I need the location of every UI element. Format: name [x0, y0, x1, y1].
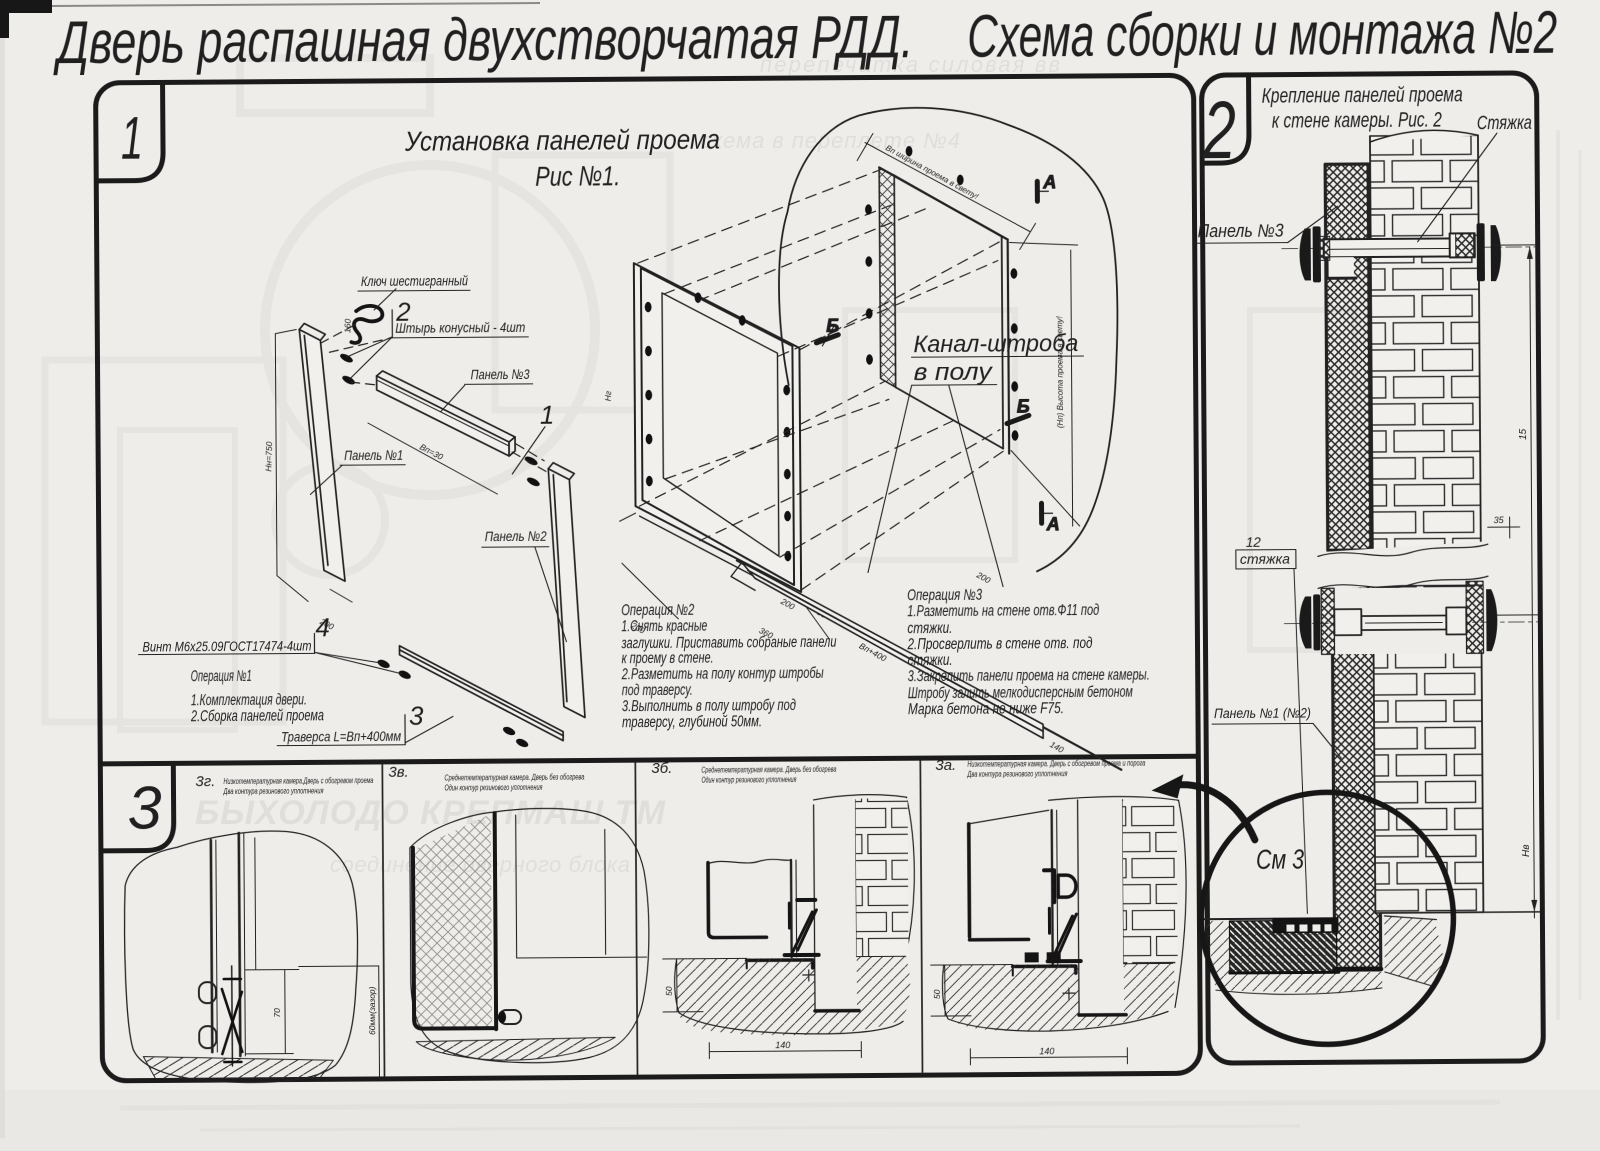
svg-text:Установка панелей проема: Установка панелей проема [404, 124, 720, 157]
svg-text:Операция №1: Операция №1 [191, 668, 252, 685]
svg-text:Два контура резинового уплотне: Два контура резинового уплотнения [223, 786, 324, 796]
svg-text:2.Сборка панелей проема: 2.Сборка панелей проема [190, 707, 324, 725]
svg-text:А: А [1042, 172, 1056, 192]
svg-text:1: 1 [121, 105, 143, 172]
svg-text:160: 160 [342, 318, 352, 333]
svg-text:35: 35 [1494, 515, 1505, 525]
svg-text:2: 2 [395, 297, 411, 327]
svg-text:1.Разметить на стене отв.Ф11 п: 1.Разметить на стене отв.Ф11 под [907, 602, 1099, 620]
svg-text:3: 3 [127, 774, 161, 841]
svg-text:стяжки.: стяжки. [907, 620, 952, 637]
svg-text:2.Разметить на полу контур штр: 2.Разметить на полу контур штробы [621, 665, 824, 683]
svg-text:2.Просверлить в стене отв. п: 2.Просверлить в стене отв. под [907, 635, 1093, 653]
svg-text:Низкотемпературная камера. Две: Низкотемпературная камера. Дверь с обогр… [967, 759, 1145, 769]
svg-text:Панель №1: Панель №1 [344, 447, 403, 463]
svg-text:Один контур резинового уплотне: Один контур резинового уплотнения [444, 783, 543, 793]
svg-text:Один контур резинового уплотне: Один контур резинового уплотнения [701, 775, 797, 785]
svg-text:Штробу залить мелкодисперсным: Штробу залить мелкодисперсным бетоном [908, 684, 1133, 703]
svg-text:3.Закрепить панели проема на с: 3.Закрепить панели проема на стене камер… [908, 667, 1150, 686]
svg-text:3б.: 3б. [651, 760, 672, 777]
svg-text:в полу: в полу [913, 359, 993, 387]
svg-text:Hв: Hв [1521, 844, 1532, 857]
svg-text:Низкотемпературная камера.Двер: Низкотемпературная камера.Дверь с обогре… [223, 776, 373, 786]
svg-text:Панель №1 (№2): Панель №1 (№2) [1214, 705, 1311, 721]
svg-text:стяжка: стяжка [1240, 552, 1291, 567]
svg-text:12: 12 [1246, 535, 1262, 550]
svg-text:Операция №2: Операция №2 [621, 602, 694, 620]
svg-text:50: 50 [932, 989, 942, 999]
svg-text:3в.: 3в. [388, 764, 408, 781]
svg-text:Дверь распашная двухстворчатая: Дверь распашная двухстворчатая РДД. [53, 3, 914, 76]
svg-text:См 3: См 3 [1256, 843, 1305, 874]
svg-text:140: 140 [775, 1040, 790, 1050]
svg-text:1.Комплектация двери.: 1.Комплектация двери. [191, 691, 307, 709]
svg-text:Hг: Hг [603, 391, 613, 402]
svg-text:3.Выполнить в полу штробу под: 3.Выполнить в полу штробу под [622, 697, 796, 715]
svg-text:Hн=750: Hн=750 [263, 441, 274, 472]
svg-text:Траверса L=Bп+400мм: Траверса L=Bп+400мм [281, 728, 401, 745]
svg-text:к проему в стене.: к проему в стене. [622, 650, 714, 668]
svg-text:Крепление панелей проема: Крепление панелей проема [1262, 83, 1463, 107]
svg-text:60мм(зазор): 60мм(зазор) [367, 986, 377, 1035]
svg-text:Среднетемпературная камера. Дв: Среднетемпературная камера. Дверь без об… [444, 773, 584, 783]
svg-text:15: 15 [1518, 428, 1529, 440]
svg-text:50: 50 [664, 986, 674, 996]
svg-text:Среднетемпературная камера. Дв: Среднетемпературная камера. Дверь без об… [701, 765, 836, 775]
svg-text:70: 70 [272, 1008, 282, 1018]
svg-text:заглушки. Приставить собраные: заглушки. Приставить собраные панели [621, 634, 837, 653]
svg-text:Винт М6х25.09ГОСТ17474-4шт: Винт М6х25.09ГОСТ17474-4шт [142, 637, 311, 654]
svg-text:Операция №3: Операция №3 [907, 587, 982, 605]
svg-text:А: А [1046, 514, 1060, 534]
svg-text:3: 3 [409, 701, 424, 731]
svg-text:стяжки.: стяжки. [908, 652, 953, 669]
svg-text:траверсу, глубиной 50мм.: траверсу, глубиной 50мм. [622, 713, 762, 731]
svg-text:к стене камеры. Рис. 2: к стене камеры. Рис. 2 [1272, 109, 1442, 133]
svg-text:Канал-штроба: Канал-штроба [913, 330, 1078, 358]
svg-text:1: 1 [540, 400, 555, 430]
svg-text:1.Снять красные: 1.Снять красные [621, 618, 707, 636]
svg-text:Б: Б [826, 316, 839, 336]
svg-text:Рис №1.: Рис №1. [535, 160, 620, 192]
svg-text:(Hп) Высота проема в свету!: (Hп) Высота проема в свету! [1055, 315, 1065, 428]
svg-text:2: 2 [1202, 85, 1236, 176]
svg-text:Панель №3: Панель №3 [1198, 221, 1284, 242]
svg-text:перепечатка силовая вв: перепечатка силовая вв [760, 52, 1060, 77]
svg-text:Панель №2: Панель №2 [485, 528, 547, 544]
svg-text:Схема сборки и монтажа №2: Схема сборки и монтажа №2 [967, 0, 1557, 70]
svg-text:Два контура резинового уплотне: Два контура резинового уплотнения [967, 769, 1068, 779]
svg-text:4: 4 [315, 612, 330, 642]
svg-text:140: 140 [1039, 1046, 1054, 1056]
svg-text:Штырь конусный - 4шт: Штырь конусный - 4шт [395, 319, 525, 336]
svg-text:3г.: 3г. [195, 773, 215, 790]
svg-text:Б: Б [1017, 396, 1030, 416]
svg-text:Стяжка: Стяжка [1477, 113, 1532, 134]
svg-text:3а.: 3а. [935, 757, 956, 774]
svg-text:Панель №3: Панель №3 [471, 366, 530, 382]
svg-text:под траверсу.: под траверсу. [622, 682, 693, 699]
svg-text:БЫХОЛОДО КРЕПМАШ ТМ: БЫХОЛОДО КРЕПМАШ ТМ [195, 794, 666, 832]
svg-text:Марка бетона не ниже F75.: Марка бетона не ниже F75. [908, 700, 1064, 718]
svg-text:Ключ шестигранный: Ключ шестигранный [361, 272, 468, 289]
